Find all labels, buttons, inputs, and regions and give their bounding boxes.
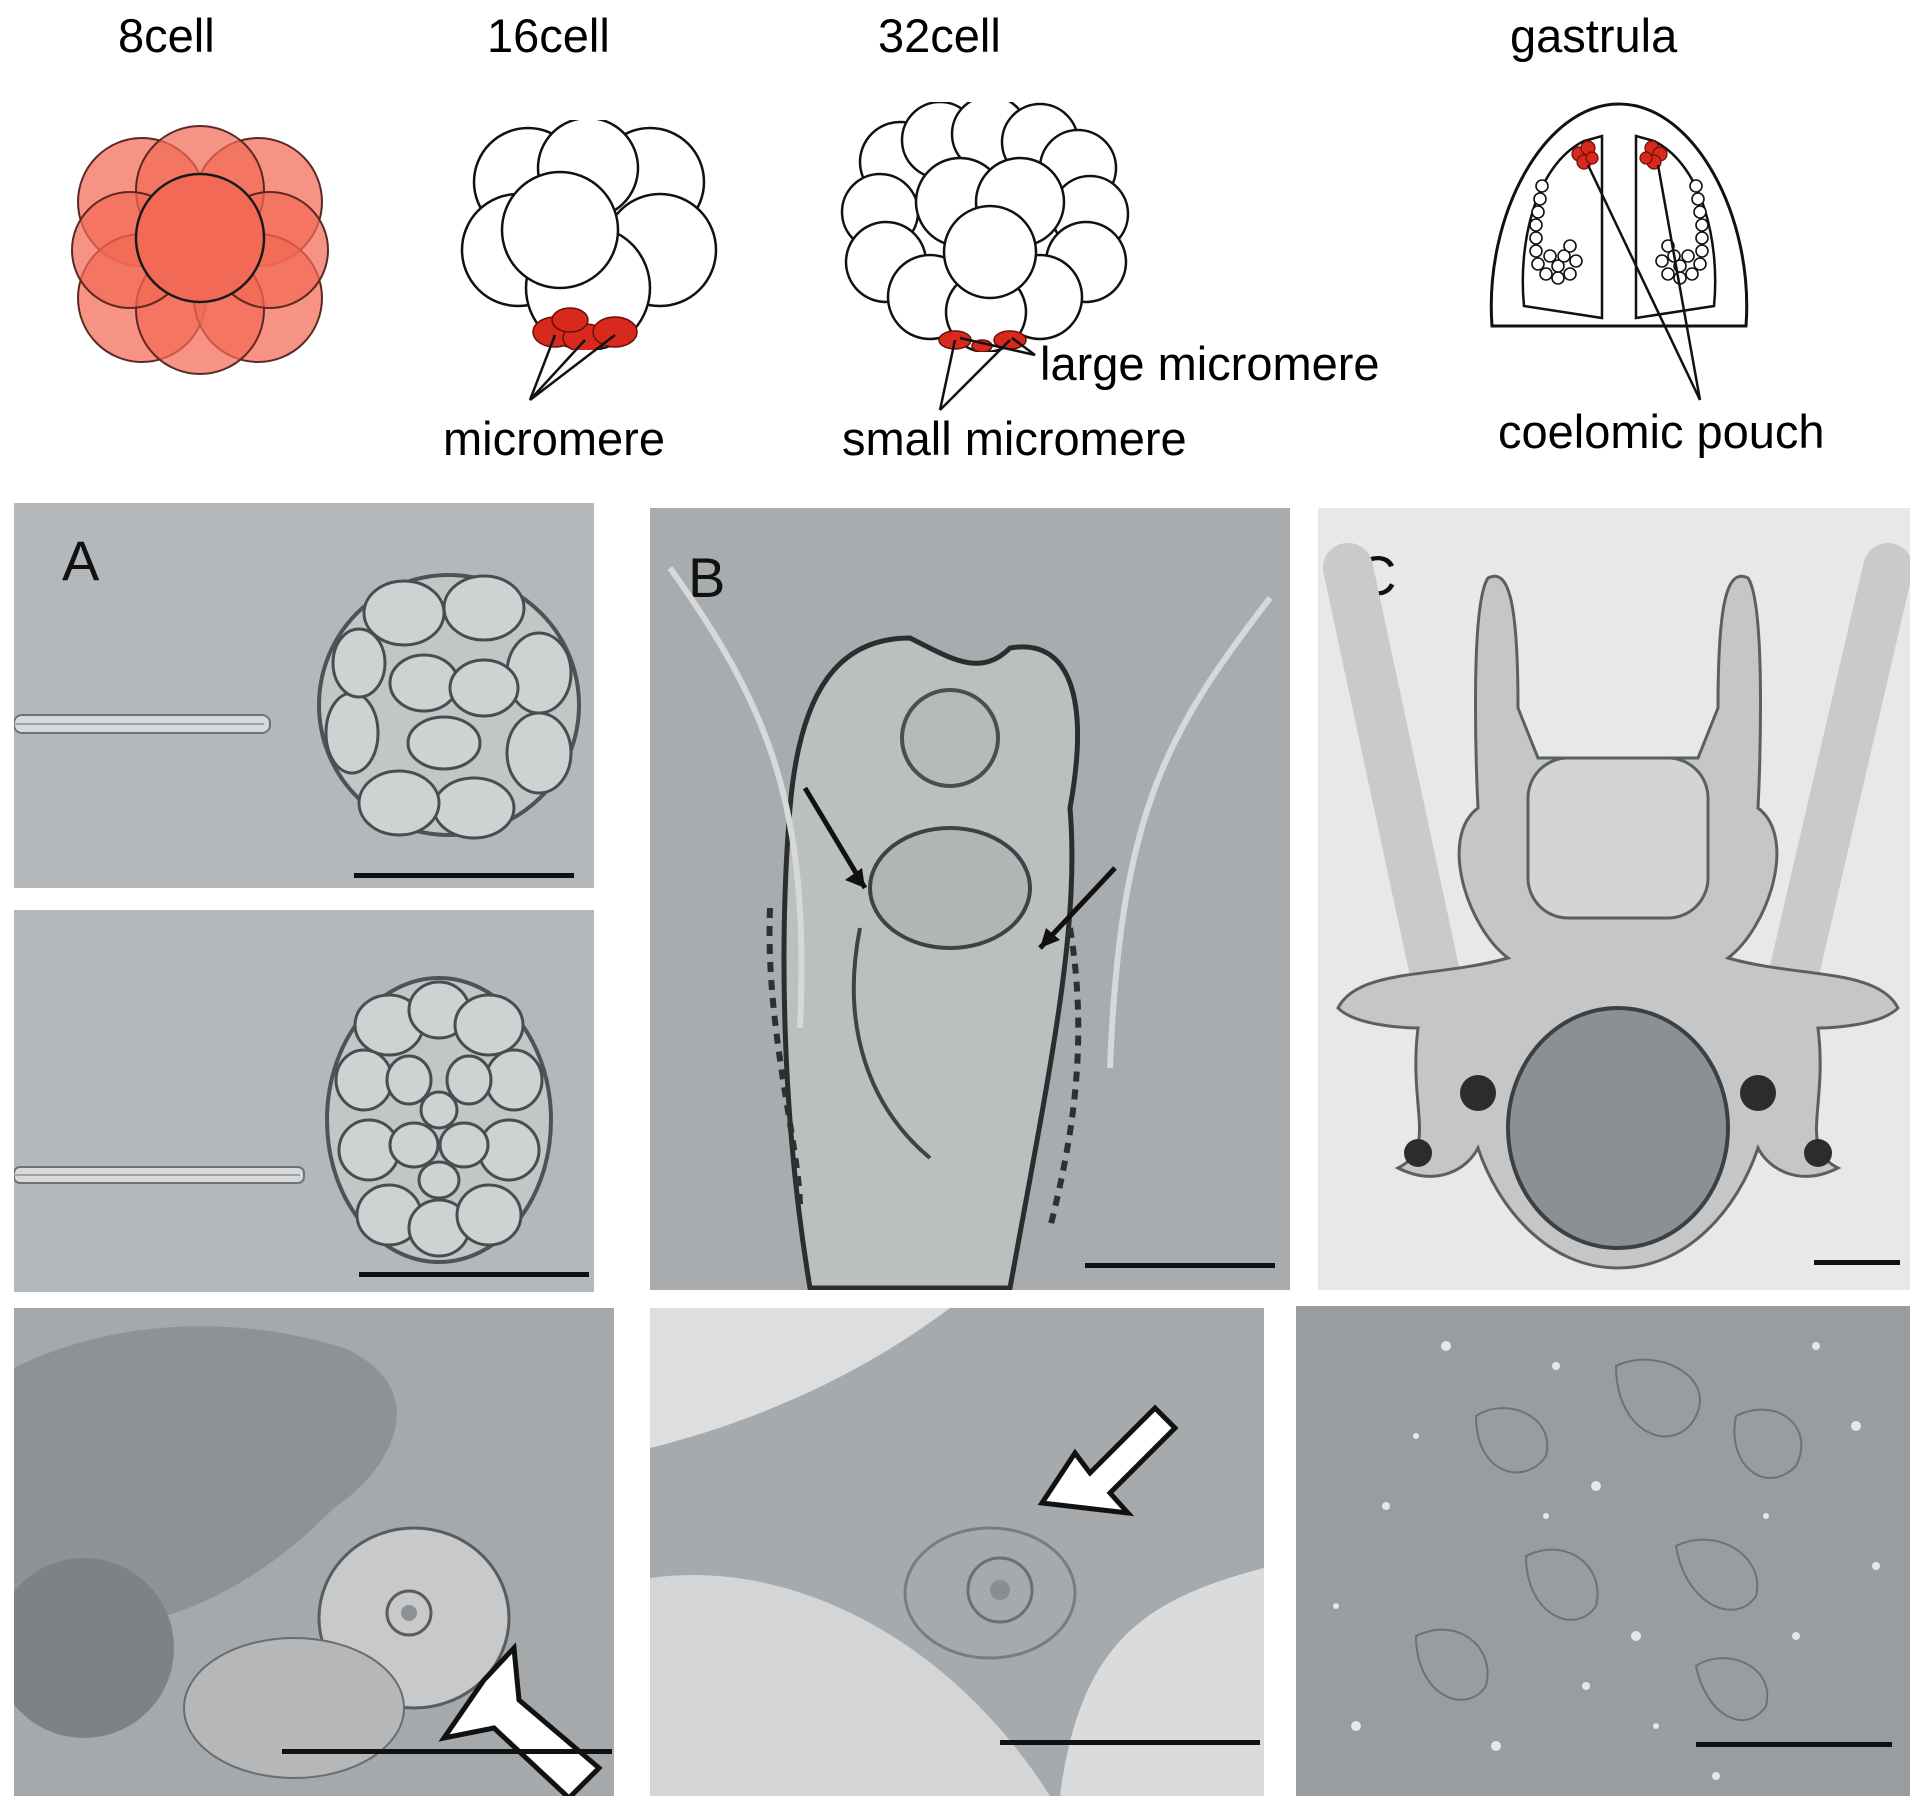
cell-micrograph-e — [650, 1308, 1264, 1796]
embryo-16cell-diagram — [460, 120, 718, 350]
larva-micrograph-b — [667, 566, 1273, 1290]
label-coelomic-pouch: coelomic pouch — [1498, 405, 1825, 458]
stage-label-32cell: 32cell — [878, 9, 1001, 62]
label-micromere: micromere — [443, 412, 665, 465]
pipette-a-top — [14, 714, 271, 734]
stage-label-gastrula: gastrula — [1510, 9, 1678, 62]
panel-label-a: A — [62, 529, 100, 592]
scale-bar-a-bottom — [359, 1272, 589, 1277]
embryo-8cell-diagram — [71, 125, 329, 375]
scale-bar-b — [1085, 1263, 1275, 1268]
panel-a-bottom-micrograph — [14, 910, 594, 1292]
panel-c-micrograph: C — [1318, 508, 1910, 1290]
panel-b-micrograph: B — [650, 508, 1290, 1290]
panel-e-micrograph: E — [650, 1308, 1264, 1796]
panel-label-b: B — [688, 546, 726, 609]
cell-micrograph-d — [14, 1308, 614, 1796]
larva-micrograph-c — [1323, 543, 1910, 1270]
label-small-micromere: small micromere — [842, 412, 1187, 465]
annotation-lines — [528, 164, 1702, 411]
embryo-micrograph-a-top — [317, 573, 581, 840]
gastrula-diagram — [1489, 102, 1749, 328]
stage-label-8cell: 8cell — [118, 9, 215, 62]
embryo-micrograph-a-bottom — [325, 976, 553, 1264]
panel-a-top-micrograph: A — [14, 503, 594, 888]
scale-bar-d — [282, 1749, 612, 1754]
label-large-micromere: large micromere — [1040, 337, 1380, 390]
embryo-32cell-diagram — [840, 102, 1130, 352]
stage-label-16cell: 16cell — [487, 9, 610, 62]
pipette-a-bottom — [14, 1166, 305, 1184]
scale-bar-a-top — [354, 873, 574, 878]
scale-bar-f — [1696, 1742, 1892, 1747]
cell-micrograph-f — [1296, 1306, 1910, 1796]
panel-f-micrograph: F — [1296, 1306, 1910, 1796]
panel-d-micrograph: D — [14, 1308, 614, 1796]
scale-bar-c — [1814, 1260, 1900, 1265]
scale-bar-e — [1000, 1740, 1260, 1745]
